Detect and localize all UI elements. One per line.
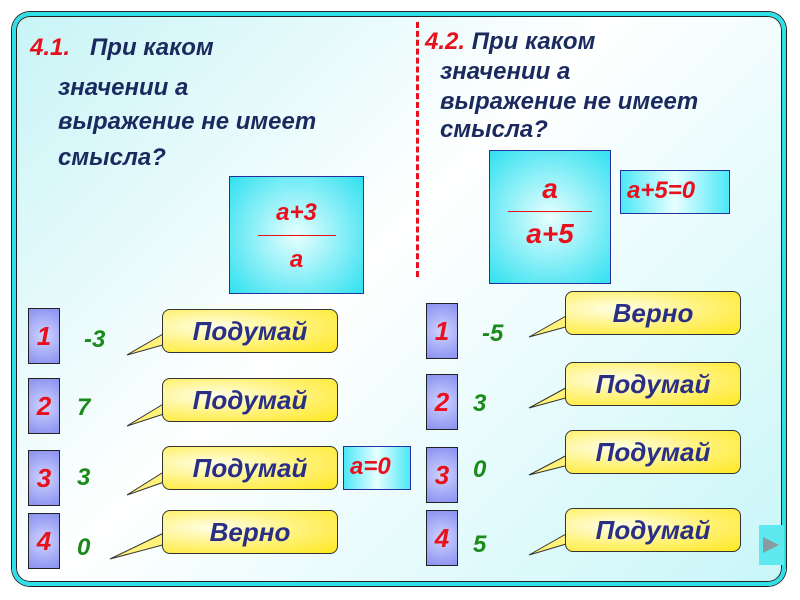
option-value: 7 — [77, 394, 91, 421]
question-number: 4.1. — [30, 34, 71, 61]
fraction-bar — [508, 211, 592, 212]
feedback-callout: Подумай — [162, 378, 338, 422]
option-value: 3 — [473, 390, 487, 417]
question-right-line4: смысла? — [440, 116, 548, 143]
feedback-callout: Подумай — [565, 430, 741, 474]
question-left-line2: значении а — [58, 74, 189, 101]
numerator: a+3 — [276, 199, 317, 226]
question-number: 4.2. — [425, 28, 466, 55]
next-slide-button[interactable] — [759, 525, 784, 565]
option-4-button[interactable]: 4 — [28, 513, 60, 569]
option-2-button[interactable]: 2 — [426, 374, 458, 430]
option-1-button[interactable]: 1 — [28, 308, 60, 364]
callout-tail — [109, 529, 171, 560]
option-value: 0 — [473, 456, 487, 483]
question-left-line1: 4.1. При каком — [30, 36, 214, 60]
denominator: a — [289, 246, 304, 273]
fraction-right: a a+5 — [489, 150, 611, 284]
option-3-button[interactable]: 3 — [426, 447, 458, 503]
option-value: 3 — [77, 464, 91, 491]
numerator: a — [542, 173, 558, 204]
question-right-line3: выражение не имеет — [440, 88, 699, 115]
option-value: 5 — [473, 531, 487, 558]
feedback-callout: Подумай — [565, 508, 741, 552]
option-value: -3 — [84, 326, 106, 353]
option-3-button[interactable]: 3 — [28, 450, 60, 506]
question-text: При каком — [471, 28, 596, 55]
option-4-button[interactable]: 4 — [426, 510, 458, 566]
option-2-button[interactable]: 2 — [28, 378, 60, 434]
option-1-button[interactable]: 1 — [426, 303, 458, 359]
question-right-line1: 4.2. При каком — [425, 30, 595, 54]
fraction-left: a+3 a — [229, 176, 364, 294]
option-value: 0 — [77, 534, 91, 561]
feedback-callout: Верно — [162, 510, 338, 554]
question-left-line4: смысла? — [58, 144, 166, 171]
denominator: a+5 — [526, 218, 574, 249]
play-next-icon — [763, 537, 779, 553]
feedback-callout: Подумай — [162, 446, 338, 490]
question-left-line3: выражение не имеет — [58, 108, 317, 135]
hint-box: a+5=0 — [620, 170, 730, 214]
question-text: При каком — [90, 34, 214, 61]
hint-box: a=0 — [343, 446, 411, 490]
fraction-bar — [257, 235, 336, 236]
feedback-callout: Подумай — [162, 309, 338, 353]
option-value: -5 — [482, 320, 504, 347]
feedback-callout: Подумай — [565, 362, 741, 406]
feedback-callout: Верно — [565, 291, 741, 335]
question-right-line2: значении а — [440, 58, 571, 85]
divider — [416, 22, 419, 277]
